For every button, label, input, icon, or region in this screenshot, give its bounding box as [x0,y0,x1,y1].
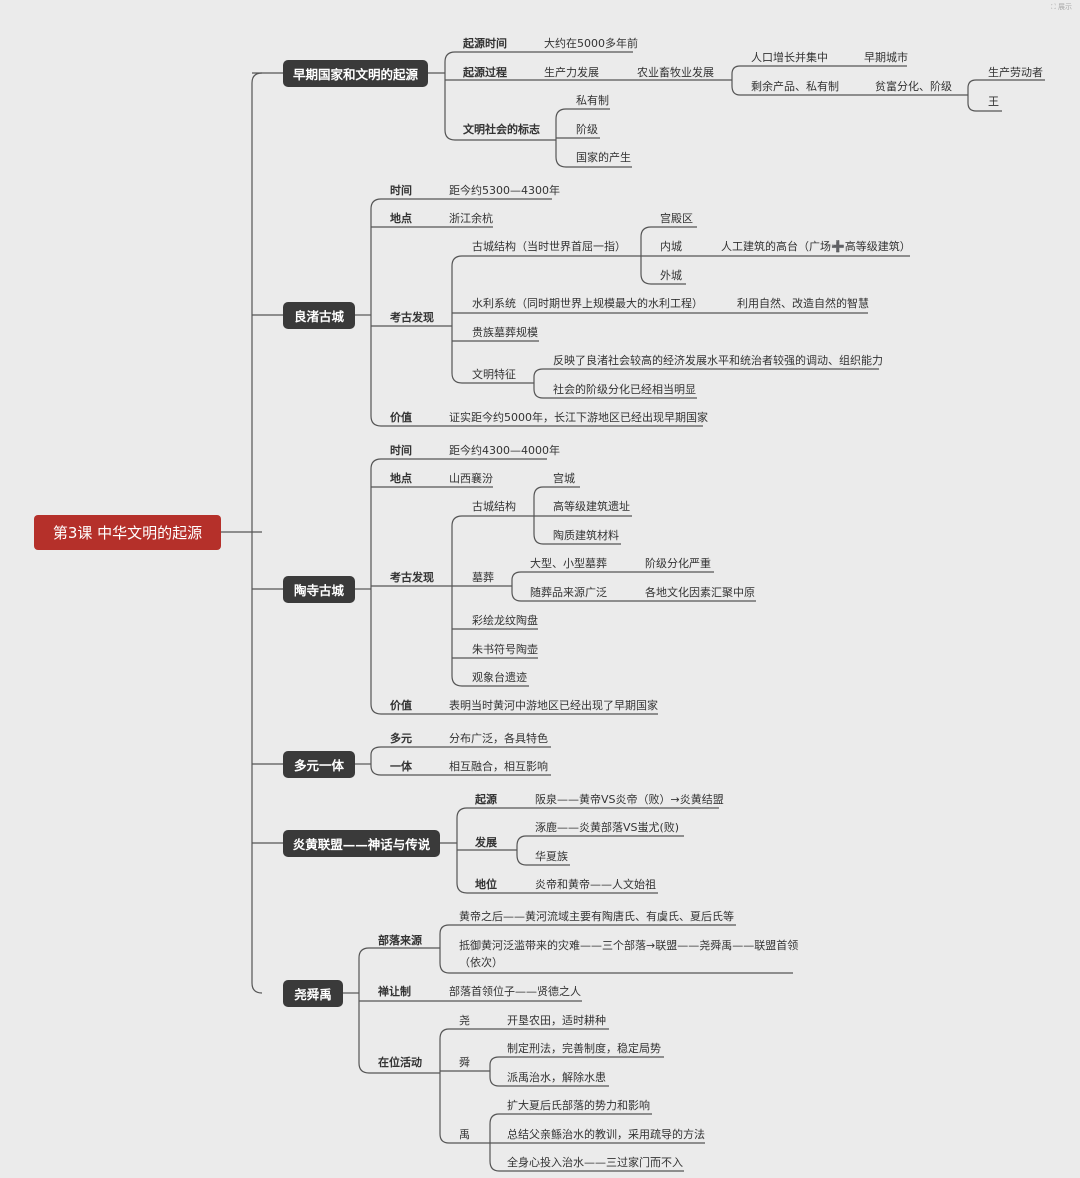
branch-taosi[interactable]: 陶寺古城 [283,576,355,603]
b6-shun: 舜 [459,1056,470,1069]
b1-time: 大约在5000多年前 [544,37,638,50]
b4-u: 相互融合，相互影响 [449,760,548,773]
b6-yao: 尧 [459,1014,470,1027]
b1-class: 贫富分化、阶级 [875,80,952,93]
b5-status: 炎帝和黄帝——人文始祖 [535,878,656,891]
b6-shun2: 派禹治水，解除水患 [507,1071,606,1084]
b2-structure: 古城结构（当时世界首屈一指） [472,240,626,253]
b4-d: 分布广泛，各具特色 [449,732,548,745]
b3-time: 距今约4300—4000年 [449,444,560,457]
b1-sign3: 国家的产生 [576,151,631,164]
b4-d-label: 多元 [390,732,412,745]
b4-u-label: 一体 [390,760,412,773]
b3-tomb2: 随葬品来源广泛 [530,586,607,599]
b6-abd-label: 禅让制 [378,985,411,998]
b6-tribe-label: 部落来源 [378,934,422,947]
b6-yu3: 全身心投入治水——三过家门而不入 [507,1156,683,1169]
b3-plate: 彩绘龙纹陶盘 [472,614,538,627]
branch-early-states[interactable]: 早期国家和文明的起源 [283,60,428,87]
b2-feature1: 反映了良渚社会较高的经济发展水平和统治者较强的调动、组织能力 [553,354,883,367]
b6-tribe1: 黄帝之后——黄河流域主要有陶唐氏、有虞氏、夏后氏等 [459,910,734,923]
b2-palace: 宫殿区 [660,212,693,225]
b5-dev2: 华夏族 [535,850,568,863]
b2-feature2: 社会的阶级分化已经相当明显 [553,383,696,396]
branch-diversity-unity[interactable]: 多元一体 [283,751,355,778]
b1-laborer: 生产劳动者 [988,66,1043,79]
b6-act-label: 在位活动 [378,1056,422,1069]
b1-sign-label: 文明社会的标志 [463,123,540,136]
b2-tomb: 贵族墓葬规模 [472,326,538,339]
b2-place-label: 地点 [390,212,412,225]
b1-process-label: 起源过程 [463,66,507,79]
root-node[interactable]: 第3课 中华文明的起源 [34,515,221,550]
b3-s2: 高等级建筑遗址 [553,500,630,513]
branch-liangzhu[interactable]: 良渚古城 [283,302,355,329]
b3-tomb-label: 墓葬 [472,571,494,584]
b2-value-label: 价值 [390,411,412,424]
b1-surplus: 剩余产品、私有制 [751,80,839,93]
b2-place: 浙江余杭 [449,212,493,225]
b5-origin: 阪泉——黄帝VS炎帝（败）→炎黄结盟 [535,793,724,806]
b2-wisdom: 利用自然、改造自然的智慧 [737,297,869,310]
b2-inner: 内城 [660,240,682,253]
b1-city: 早期城市 [864,51,908,64]
b1-time-label: 起源时间 [463,37,507,50]
b3-s1: 宫城 [553,472,575,485]
b2-arch-label: 考古发现 [390,311,434,324]
b2-water: 水利系统（同时期世界上规模最大的水利工程） [472,297,703,310]
b3-value-label: 价值 [390,699,412,712]
b2-feature-label: 文明特征 [472,368,516,381]
b6-shun1: 制定刑法，完善制度，稳定局势 [507,1042,661,1055]
b2-time-label: 时间 [390,184,412,197]
b3-pot: 朱书符号陶壶 [472,643,538,656]
fullscreen-icon[interactable]: ⛶ 展示 [1050,3,1072,11]
b6-yu2: 总结父亲鲧治水的教训，采用疏导的方法 [507,1128,705,1141]
b5-origin-label: 起源 [475,793,497,806]
b1-sign2: 阶级 [576,123,598,136]
b3-value: 表明当时黄河中游地区已经出现了早期国家 [449,699,658,712]
b6-yu: 禹 [459,1128,470,1141]
b3-time-label: 时间 [390,444,412,457]
b3-place-label: 地点 [390,472,412,485]
b6-tribe2a: 抵御黄河泛滥带来的灾难——三个部落→联盟——尧舜禹——联盟首领 [459,939,799,952]
b6-yu1: 扩大夏后氏部落的势力和影响 [507,1099,650,1112]
b2-platform: 人工建筑的高台（广场➕高等级建筑） [721,240,911,253]
b6-abd: 部落首领位子——贤德之人 [449,985,581,998]
b3-arch-label: 考古发现 [390,571,434,584]
b1-pop: 人口增长并集中 [751,51,828,64]
b3-tomb1: 大型、小型墓葬 [530,557,607,570]
b1-productivity: 生产力发展 [544,66,599,79]
b3-tomb1b: 阶级分化严重 [645,557,711,570]
b5-status-label: 地位 [475,878,497,891]
b2-time: 距今约5300—4300年 [449,184,560,197]
b3-place: 山西襄汾 [449,472,493,485]
b1-sign1: 私有制 [576,94,609,107]
b3-s3: 陶质建筑材料 [553,529,619,542]
branch-yanhuang[interactable]: 炎黄联盟——神话与传说 [283,830,440,857]
b5-dev-label: 发展 [475,836,497,849]
branch-yao-shun-yu[interactable]: 尧舜禹 [283,980,343,1007]
b1-agri: 农业畜牧业发展 [637,66,714,79]
b3-tomb2b: 各地文化因素汇聚中原 [645,586,755,599]
b6-tribe2b: （依次） [459,956,503,969]
b2-value: 证实距今约5000年，长江下游地区已经出现早期国家 [449,411,708,424]
b3-obs: 观象台遗迹 [472,671,527,684]
b6-yao1: 开垦农田，适时耕种 [507,1014,606,1027]
b5-dev1: 涿鹿——炎黄部落VS蚩尤(败) [535,821,680,834]
b1-king: 王 [988,95,999,108]
b2-outer: 外城 [660,269,682,282]
b3-structure: 古城结构 [472,500,516,513]
